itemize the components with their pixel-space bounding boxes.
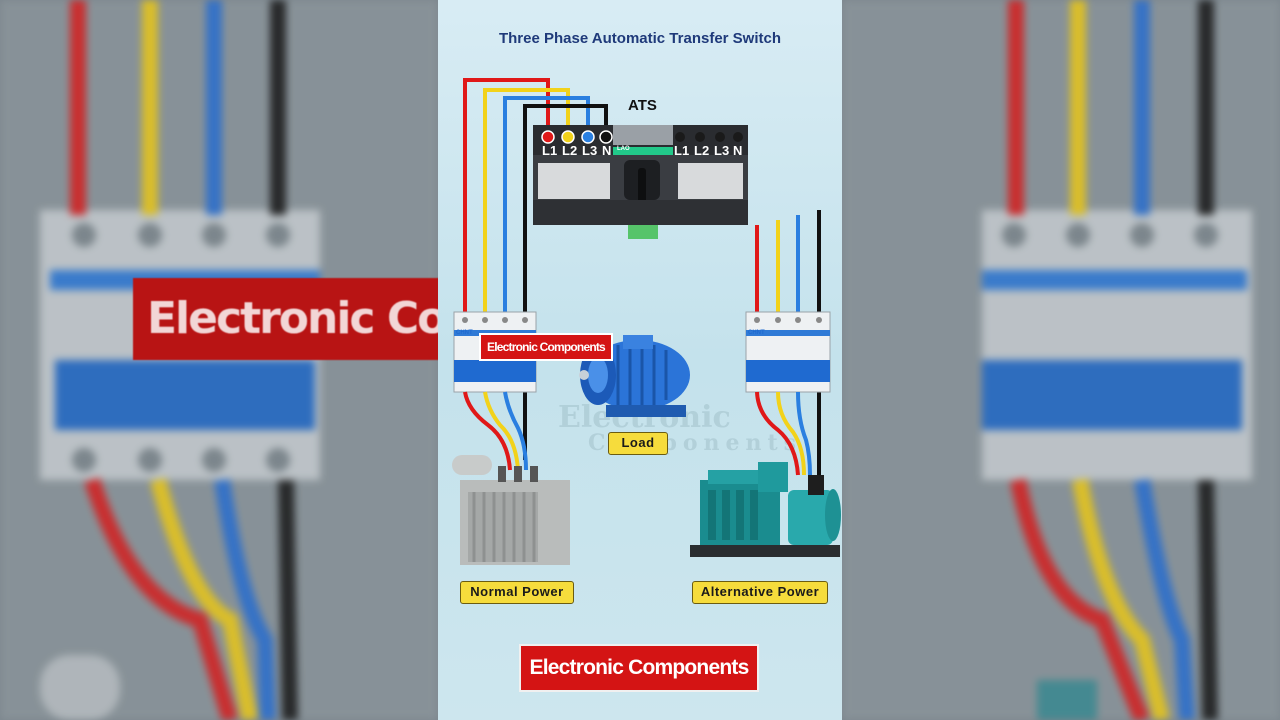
right-blurred-background [842, 0, 1280, 720]
ats-terminal-right-l3: L3 [714, 143, 730, 158]
alternative-power-label: Alternative Power [692, 581, 828, 604]
ats-terminal-left-l2: L2 [562, 143, 578, 158]
right-blurred-breaker-illustration [842, 0, 1280, 720]
wire-l3-transformer [503, 391, 528, 471]
alternative-circuit-breaker [745, 311, 831, 393]
transformer-illustration [452, 455, 570, 565]
wire-n-normal [523, 104, 608, 460]
alternative-breaker-brand: CHNT [748, 330, 765, 336]
small-brand-banner: Electronic Components [479, 333, 613, 361]
diagram-panel: Electronic Components Three Phase Automa… [438, 0, 842, 720]
ats-terminal-right-l1: L1 [674, 143, 690, 158]
wire-l3-normal [503, 96, 590, 318]
normal-breaker-brand: CHNT [456, 330, 473, 336]
right-blur-layer [842, 0, 1280, 720]
ats-terminal-left-l1: L1 [542, 143, 558, 158]
ats-terminal-left-l3: L3 [582, 143, 598, 158]
load-label: Load [608, 432, 668, 455]
switch-brand: LAO [617, 146, 630, 152]
generator-illustration [690, 462, 841, 557]
normal-power-label: Normal Power [460, 581, 574, 604]
left-blurred-breaker-illustration [0, 0, 438, 720]
side-brand-banner: Electronic Compone [133, 278, 438, 360]
ats-terminal-right-n: N [733, 143, 743, 158]
wire-l1-transformer [463, 391, 512, 471]
wire-l2-generator [776, 391, 806, 476]
ats-terminal-right-l2: L2 [694, 143, 710, 158]
wire-l2-normal [483, 88, 570, 318]
left-blur-layer [0, 0, 438, 720]
brand-banner: Electronic Components [519, 644, 759, 692]
wire-l3-generator [796, 391, 812, 476]
ats-label: ATS [628, 97, 657, 114]
wire-l2-transformer [483, 391, 520, 471]
ats-terminals [541, 130, 743, 144]
left-blurred-background: Electronic Compone [0, 0, 438, 720]
ats-terminal-left-n: N [602, 143, 612, 158]
wire-l1-generator [755, 391, 800, 476]
diagram-title: Three Phase Automatic Transfer Switch [498, 30, 782, 47]
